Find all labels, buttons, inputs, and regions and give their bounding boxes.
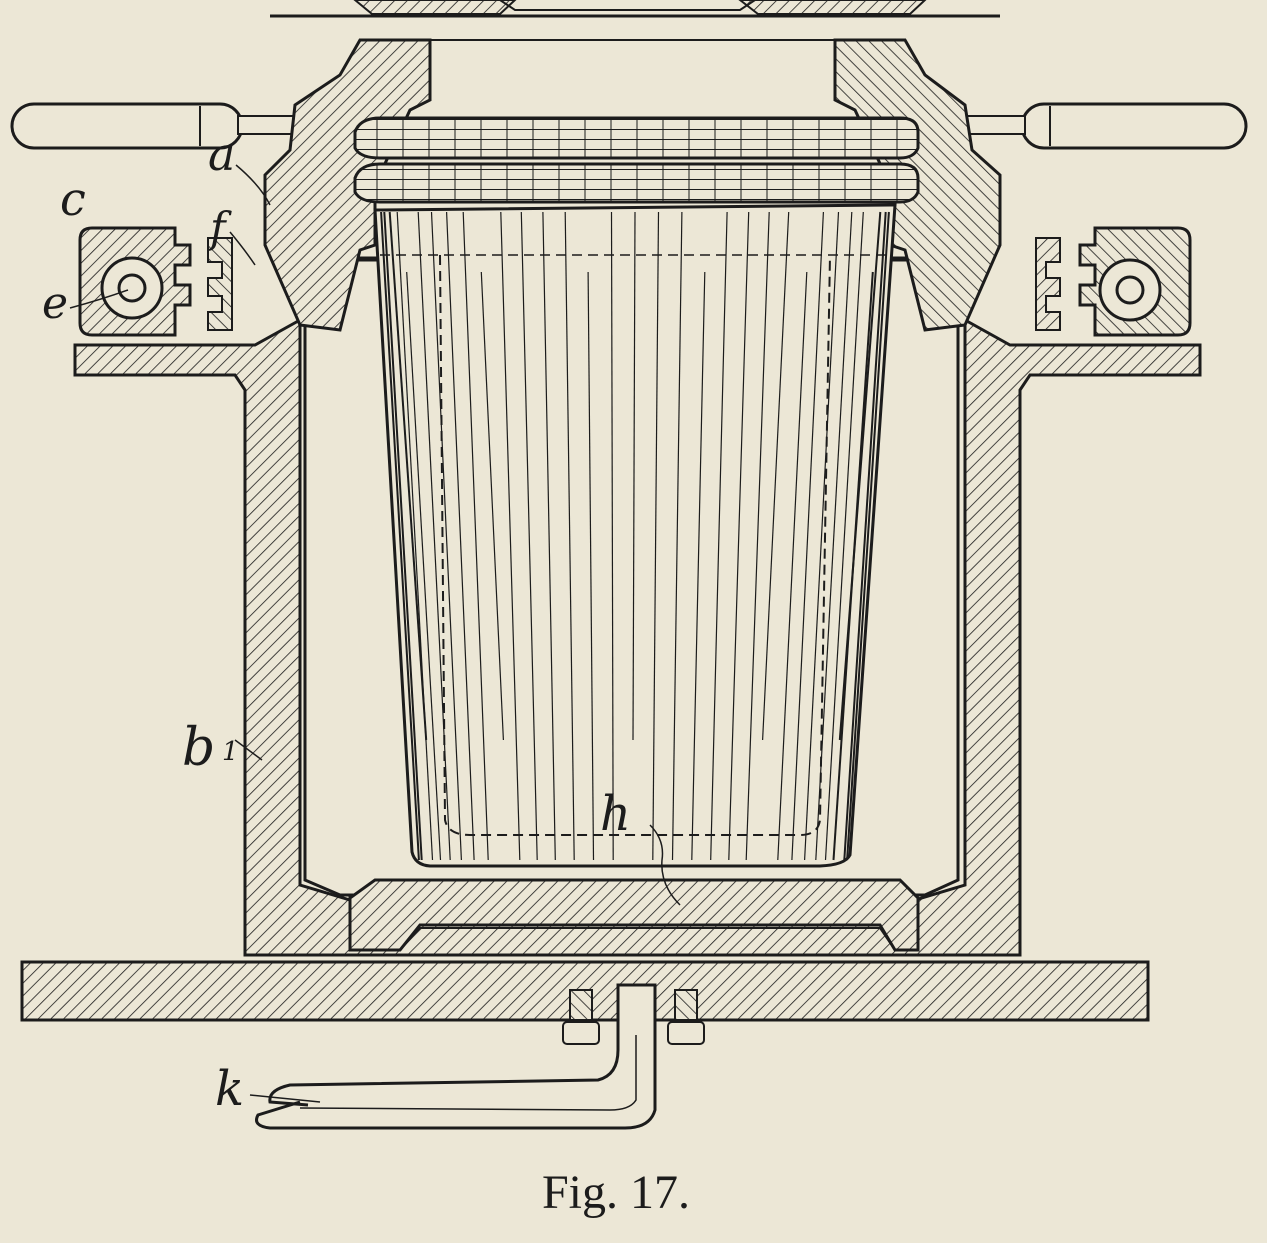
vessel-striation-line: [587, 271, 595, 861]
vessel-striation-line: [430, 211, 462, 861]
figure-caption: Fig. 17.: [542, 1166, 690, 1219]
vessel-striation-line: [564, 211, 575, 861]
vessel-striation-line: [480, 271, 504, 741]
collar-left: [263, 38, 432, 332]
vessel-striation-line: [520, 211, 538, 861]
vessel-striation-line: [380, 211, 420, 861]
vessel-striation-line: [446, 211, 475, 861]
vessel-striation-line: [500, 211, 521, 861]
vessel-rim: [353, 116, 920, 204]
vessel-striation-line: [824, 211, 864, 861]
right-clamp: [1035, 226, 1192, 337]
vessel-striation-line: [406, 271, 442, 861]
label-e: e: [42, 278, 68, 329]
vessel-striation-line: [777, 271, 808, 861]
right-handle: [964, 102, 1248, 150]
vessel-striations: [380, 211, 890, 861]
vessel-striation-line: [632, 211, 636, 741]
vessel-striation-line: [804, 211, 840, 861]
label-c: c: [60, 172, 86, 226]
vessel-striation-line: [728, 211, 750, 861]
bolts: [562, 989, 705, 1045]
vessel-inner-dashed: [439, 254, 831, 836]
label-k: k: [215, 1061, 244, 1117]
vessel-striation-line: [838, 211, 882, 741]
left-clamp: [78, 226, 233, 337]
label-a: a: [208, 127, 235, 181]
vessel-striation-line: [815, 211, 853, 861]
left-handle: [10, 102, 301, 150]
vessel-striation-line: [542, 211, 556, 861]
vessel-striation-line: [610, 211, 614, 861]
vessel-striation-line: [762, 211, 790, 741]
vessel-striation-line: [388, 211, 428, 741]
label-b1: b: [182, 718, 215, 778]
label-h: h: [600, 786, 631, 842]
vessel-striation-line: [791, 211, 824, 861]
top-plate: [270, 0, 1000, 18]
vessel-striation-line: [671, 211, 683, 861]
vessel-striation-line: [843, 211, 887, 861]
vessel-striation-line: [652, 211, 660, 861]
label-b1-subscript: 1: [222, 737, 239, 767]
vessel-striation-line: [745, 211, 770, 861]
vessel-striation-line: [396, 211, 434, 861]
vessel-striation-line: [462, 211, 489, 861]
vessel-striation-line: [691, 271, 706, 861]
vessel-striation-line: [383, 211, 423, 861]
vessel-striation-line: [710, 211, 728, 861]
vessel-striation-line: [846, 211, 890, 861]
